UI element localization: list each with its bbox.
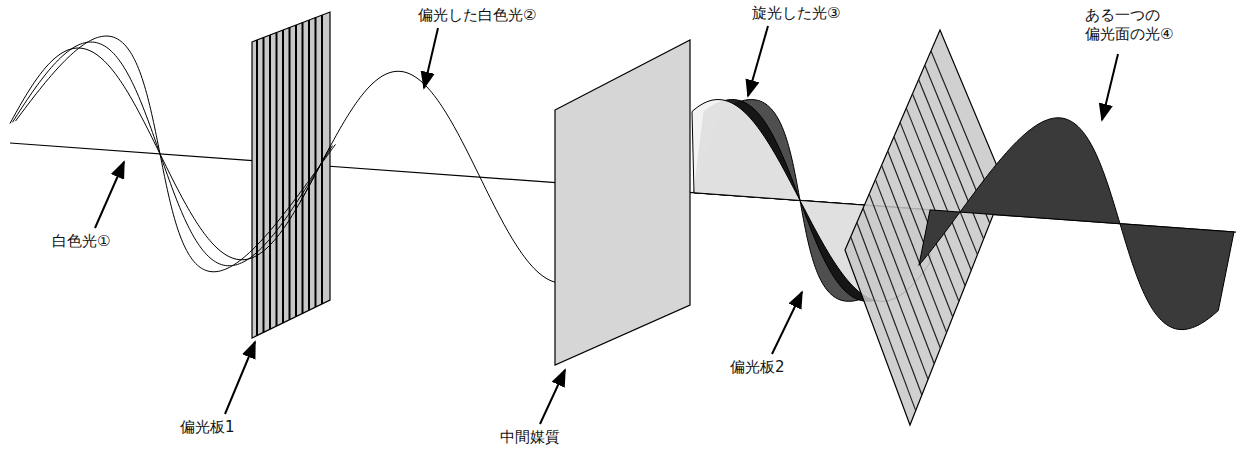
leader-arrow bbox=[748, 26, 768, 96]
polarizer-plate bbox=[845, 30, 1005, 425]
polarizer-stripe bbox=[269, 35, 271, 329]
polarized-output-wave bbox=[919, 118, 1234, 330]
polarizer-stripe bbox=[295, 25, 297, 316]
polarizer-stripe bbox=[308, 20, 310, 310]
part-label: 白色光① bbox=[52, 232, 110, 251]
polarizer-stripe bbox=[857, 223, 922, 396]
part-label: ある一つの 偏光面の光④ bbox=[1085, 6, 1195, 44]
polarizer-stripe bbox=[875, 180, 940, 349]
polarizer-stripe bbox=[869, 194, 934, 364]
polarizer-2-plate bbox=[845, 30, 1005, 425]
polarizer-plate bbox=[252, 12, 330, 338]
part-label: 偏光板1 bbox=[180, 418, 235, 437]
part-label: 偏光した白色光② bbox=[418, 6, 536, 25]
polarizer-stripe bbox=[289, 28, 291, 320]
part-label: 旋光した光③ bbox=[752, 4, 840, 23]
polarizer-stripe bbox=[282, 30, 284, 323]
white-light-wave bbox=[10, 48, 330, 260]
medium-plate bbox=[555, 40, 690, 365]
leader-arrow bbox=[424, 28, 438, 88]
polarizer-stripe bbox=[263, 38, 265, 333]
part-label: 中間媒質 bbox=[500, 428, 560, 447]
medium-plate bbox=[555, 40, 690, 365]
polarizer-stripe bbox=[863, 208, 928, 379]
white-light-wave bbox=[15, 36, 335, 272]
polarizer-1-plate bbox=[252, 12, 330, 338]
leader-arrow bbox=[225, 342, 255, 414]
part-label: 偏光板2 bbox=[730, 358, 785, 377]
leader-arrow bbox=[95, 162, 124, 228]
polarizer-stripe bbox=[315, 18, 317, 307]
leader-arrow bbox=[772, 292, 802, 354]
polarizer-stripe bbox=[276, 33, 278, 326]
polarizer-stripe bbox=[882, 165, 947, 332]
white-light-wave bbox=[12, 42, 332, 266]
leader-arrow bbox=[540, 370, 565, 424]
polarizer-stripe bbox=[900, 122, 965, 285]
polarizer-stripe bbox=[256, 40, 258, 335]
leader-arrow bbox=[1102, 54, 1118, 120]
polarizer-stripe bbox=[302, 23, 304, 314]
leader-arrows bbox=[95, 26, 1118, 424]
polarizer-stripe bbox=[906, 108, 971, 270]
output-wave bbox=[919, 118, 1234, 330]
white-light-waves bbox=[10, 36, 640, 283]
